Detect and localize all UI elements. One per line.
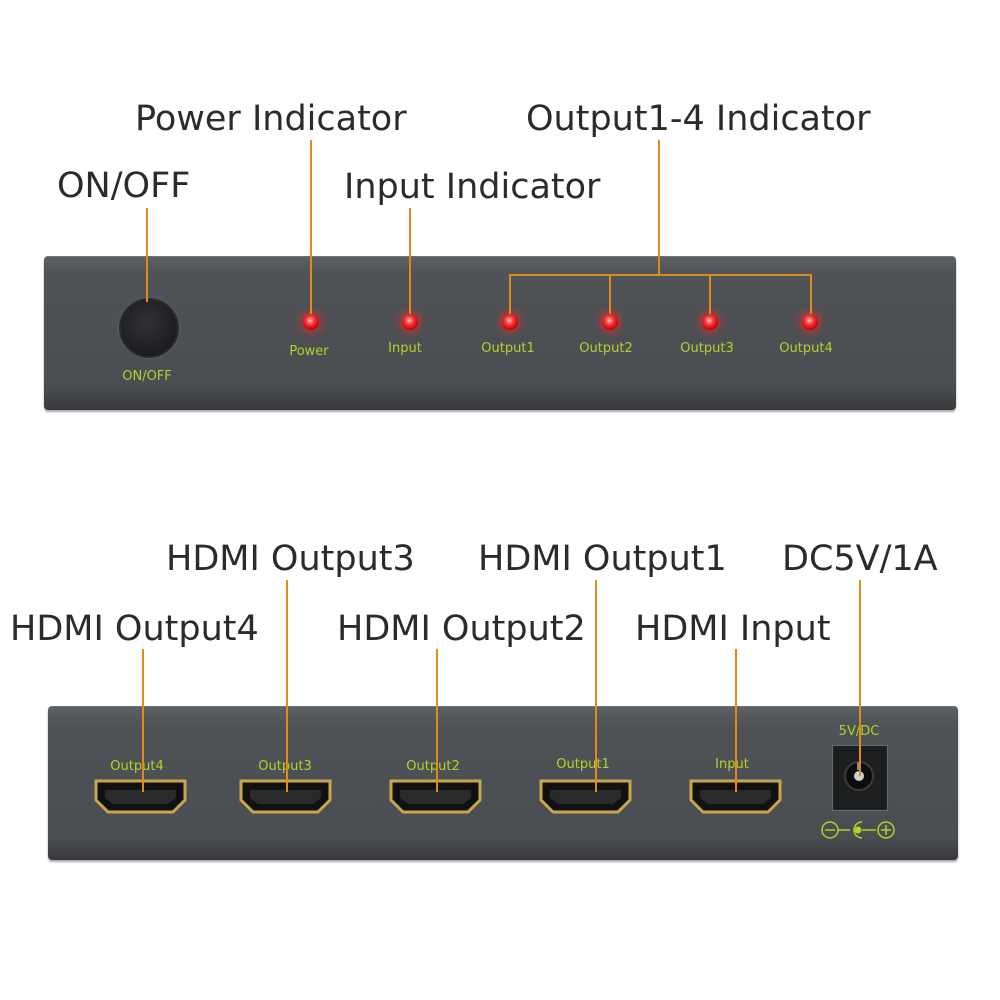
output2-led-label: Output2 — [579, 341, 633, 356]
hdmi-output1-leader-line — [595, 580, 597, 792]
output3-led — [702, 314, 718, 330]
hdmi-output2-leader-line — [436, 649, 438, 792]
output2-leader-drop — [609, 274, 611, 314]
dc-callout: DC5V/1A — [782, 539, 938, 579]
power-indicator-callout: Power Indicator — [135, 99, 407, 139]
power-led — [303, 314, 319, 330]
power-button[interactable] — [119, 298, 179, 358]
output4-led — [802, 314, 818, 330]
output-indicator-callout: Output1-4 Indicator — [526, 99, 871, 139]
output1-port-label: Output1 — [556, 757, 610, 772]
input-indicator-callout: Input Indicator — [344, 167, 601, 207]
dc-polarity-icon — [821, 821, 895, 839]
hdmi-output1-callout: HDMI Output1 — [478, 539, 727, 579]
input-led — [402, 314, 418, 330]
output-indicator-leader-stem — [658, 140, 660, 276]
hdmi-output3-port[interactable] — [238, 778, 333, 814]
hdmi-input-leader-line — [735, 649, 737, 792]
output3-leader-drop — [709, 274, 711, 314]
output4-leader-drop — [810, 274, 812, 314]
hdmi-output4-leader-line — [142, 649, 144, 792]
dc-leader-line — [859, 580, 861, 776]
hdmi-output2-port[interactable] — [388, 778, 483, 814]
input-indicator-leader-line — [409, 208, 411, 314]
hdmi-output2-callout: HDMI Output2 — [337, 609, 586, 649]
hdmi-output4-callout: HDMI Output4 — [10, 609, 259, 649]
output1-led-label: Output1 — [481, 341, 535, 356]
input-led-label: Input — [388, 341, 422, 356]
hdmi-output1-port[interactable] — [538, 778, 633, 814]
output2-port-label: Output2 — [406, 759, 460, 774]
input-port-label: Input — [715, 757, 749, 772]
hdmi-input-callout: HDMI Input — [635, 609, 831, 649]
on-off-leader-line — [146, 208, 148, 302]
output1-leader-drop — [509, 274, 511, 314]
output2-led — [602, 314, 618, 330]
hdmi-input-port[interactable] — [688, 778, 783, 814]
hdmi-output3-leader-line — [286, 580, 288, 792]
output1-led — [502, 314, 518, 330]
output-indicator-leader-bar — [509, 274, 812, 276]
front-panel — [44, 256, 956, 410]
output4-led-label: Output4 — [779, 341, 833, 356]
output4-port-label: Output4 — [110, 759, 164, 774]
power-indicator-leader-line — [310, 140, 312, 314]
output3-led-label: Output3 — [680, 341, 734, 356]
output3-port-label: Output3 — [258, 759, 312, 774]
power-led-label: Power — [289, 344, 329, 359]
on-off-callout: ON/OFF — [57, 166, 191, 206]
on-off-label: ON/OFF — [122, 369, 172, 384]
rear-panel — [48, 706, 958, 860]
hdmi-output4-port[interactable] — [93, 778, 188, 814]
hdmi-output3-callout: HDMI Output3 — [166, 539, 415, 579]
